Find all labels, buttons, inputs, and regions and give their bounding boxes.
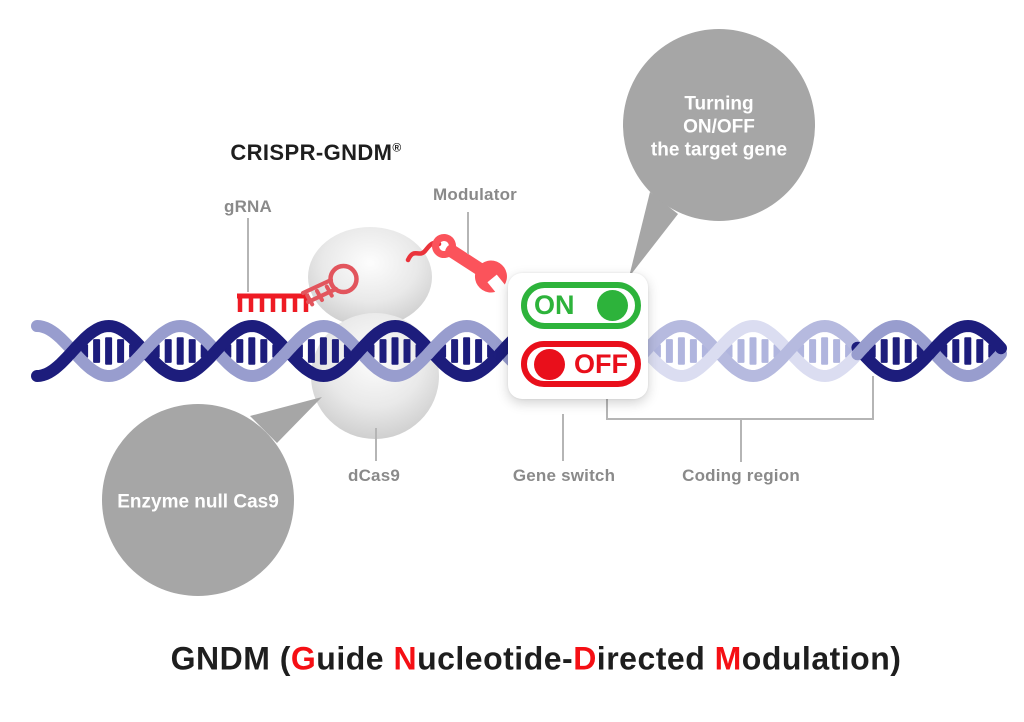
footer-title: GNDM (Guide Nucleotide-Directed Modulati… (171, 641, 902, 678)
dcas9-upper-blob (308, 227, 432, 327)
coding-region-label: Coding region (682, 466, 800, 485)
off-toggle-knob (534, 348, 565, 380)
grna-label: gRNA (223, 197, 273, 216)
footer-title-segment: G (290, 640, 317, 677)
on-toggle-label: ON (534, 290, 575, 320)
on-toggle-knob (597, 290, 628, 321)
gene-switch-box: ON OFF (508, 273, 648, 399)
dna-helix (31, 319, 1007, 383)
coding-region-bracket (606, 376, 874, 462)
on-toggle[interactable]: ON (521, 282, 641, 329)
modulator-label: Modulator (433, 185, 517, 204)
footer-title-segment: ucleotide- (417, 640, 574, 677)
dcas9-label: dCas9 (347, 466, 401, 485)
off-toggle-label: OFF (574, 348, 628, 379)
enzyme-bubble-text: Enzyme null Cas9 (117, 491, 279, 513)
modulator-wrench-icon (432, 234, 512, 301)
footer-title-segment: D (573, 640, 597, 677)
top-bubble-line-3: the target gene (650, 139, 788, 161)
enzyme-bubble-shape (102, 397, 322, 596)
grna-structure (237, 263, 359, 312)
diagram-title: CRISPR-GNDM® (230, 140, 402, 165)
footer-title-segment: irected (596, 640, 715, 677)
footer-title-segment: odulation) (741, 640, 902, 677)
registered-mark: ® (392, 140, 402, 155)
footer-title-segment: GNDM ( (170, 640, 291, 677)
top-bubble-line-1: Turning (684, 93, 754, 115)
top-bubble-line-2: ON/OFF (683, 116, 755, 138)
footer-title-segment: N (393, 640, 418, 677)
gene-switch-label: Gene switch (512, 466, 616, 485)
top-bubble-text: Turning ON/OFF the target gene (651, 93, 787, 162)
grna-scaffold-loop (328, 263, 359, 295)
footer-title-segment: M (714, 640, 742, 677)
off-toggle[interactable]: OFF (521, 341, 641, 387)
top-bubble-shape (623, 29, 815, 277)
footer-title-segment: uide (316, 640, 394, 677)
